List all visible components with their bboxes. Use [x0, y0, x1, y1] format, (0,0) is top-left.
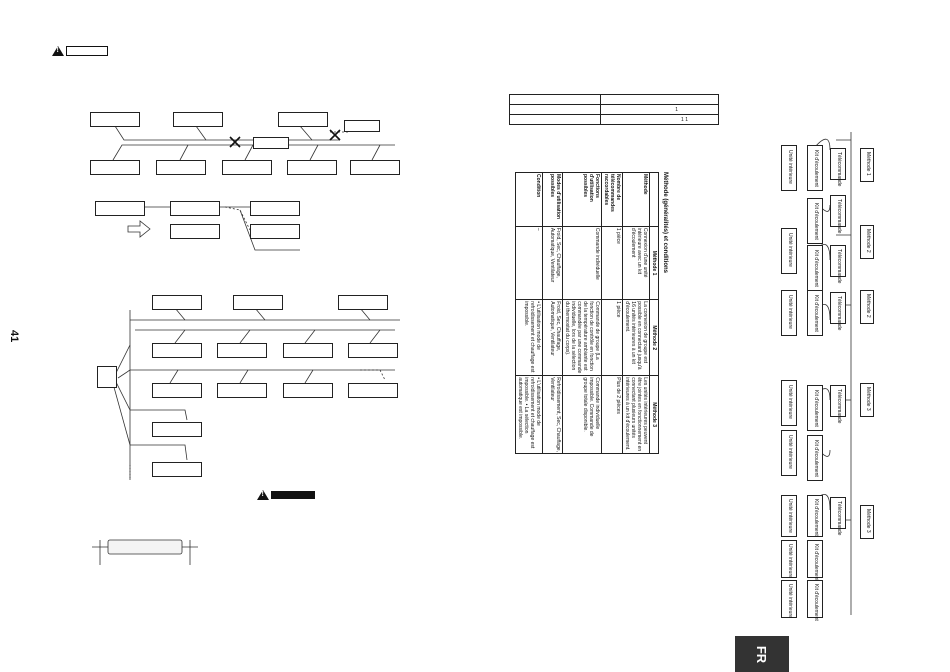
- unit-box: [90, 160, 140, 175]
- drain-kit-box: Kit d'écoulement: [807, 435, 823, 481]
- hollow-arrow-icon: [127, 220, 151, 238]
- warning-bar: [66, 46, 108, 56]
- cable-drawing: [92, 539, 198, 565]
- cross-mark-icon: [329, 129, 341, 141]
- remote-box: Télécommande: [830, 497, 846, 535]
- remote-box: [97, 366, 117, 388]
- remote-box: Télécommande: [830, 195, 846, 233]
- cross-mark-icon: [229, 136, 241, 148]
- unit-box: [152, 295, 202, 310]
- indoor-unit-box: Unité intérieure: [781, 495, 797, 537]
- unit-box: [152, 462, 202, 477]
- unit-box: [217, 383, 267, 398]
- unit-box: [283, 383, 333, 398]
- indoor-unit-box: Unité intérieure: [781, 430, 797, 476]
- unit-box: [278, 112, 328, 127]
- unit-box: [170, 201, 220, 216]
- indoor-unit-box: Unité intérieure: [781, 580, 797, 618]
- unit-box: [283, 343, 333, 358]
- unit-box: [348, 383, 398, 398]
- drain-kit-box: Kit d'écoulement: [807, 385, 823, 431]
- method-title-box: Méthode 3: [860, 383, 874, 417]
- unit-box: [217, 343, 267, 358]
- indoor-unit-box: Unité intérieure: [781, 380, 797, 426]
- remote-box: Télécommande: [830, 292, 846, 330]
- remote-box: Télécommande: [830, 148, 846, 186]
- unit-box: [344, 120, 380, 132]
- unit-box: [90, 112, 140, 127]
- unit-box: [233, 295, 283, 310]
- indoor-unit-box: Unité intérieure: [781, 228, 797, 274]
- language-tab: FR: [735, 636, 789, 672]
- unit-box: [287, 160, 337, 175]
- drain-kit-box: Kit d'écoulement: [807, 245, 823, 291]
- drain-kit-box: Kit d'écoulement: [807, 290, 823, 336]
- remote-box: Télécommande: [830, 385, 846, 423]
- unit-box: [152, 343, 202, 358]
- drain-kit-box: Kit d'écoulement: [807, 540, 823, 581]
- small-table: 1 1 1: [509, 94, 719, 125]
- method-title-box: Méthode 2: [860, 225, 874, 259]
- indoor-unit-box: Unité intérieure: [781, 145, 797, 191]
- unit-box: [95, 201, 145, 216]
- warning-label-top: [52, 46, 108, 56]
- unit-box: [173, 112, 223, 127]
- unit-box: [338, 295, 388, 310]
- unit-box: [152, 422, 202, 437]
- warning-bar: [271, 491, 315, 499]
- unit-box: [253, 137, 289, 149]
- unit-box: [250, 201, 300, 216]
- drain-kit-box: Kit d'écoulement: [807, 495, 823, 537]
- drain-kit-box: Kit d'écoulement: [807, 198, 823, 244]
- method-title-box: Méthode 1: [860, 148, 874, 182]
- remote-box: Télécommande: [830, 245, 846, 283]
- unit-box: [250, 224, 300, 239]
- unit-box: [348, 343, 398, 358]
- warning-triangle-icon: [52, 46, 64, 56]
- unit-box: [156, 160, 206, 175]
- indoor-unit-box: Unité intérieure: [781, 290, 797, 336]
- warning-label-bottom: [257, 490, 315, 500]
- drain-kit-box: Kit d'écoulement: [807, 145, 823, 191]
- indoor-unit-box: Unité intérieure: [781, 540, 797, 578]
- drain-kit-box: Kit d'écoulement: [807, 580, 823, 621]
- method-title-box: Méthode 3: [860, 505, 874, 539]
- unit-box: [350, 160, 400, 175]
- unit-box: [152, 383, 202, 398]
- unit-box: [222, 160, 272, 175]
- unit-box: [170, 224, 220, 239]
- warning-triangle-icon: [257, 490, 269, 500]
- method-title-box: Méthode 2: [860, 290, 874, 324]
